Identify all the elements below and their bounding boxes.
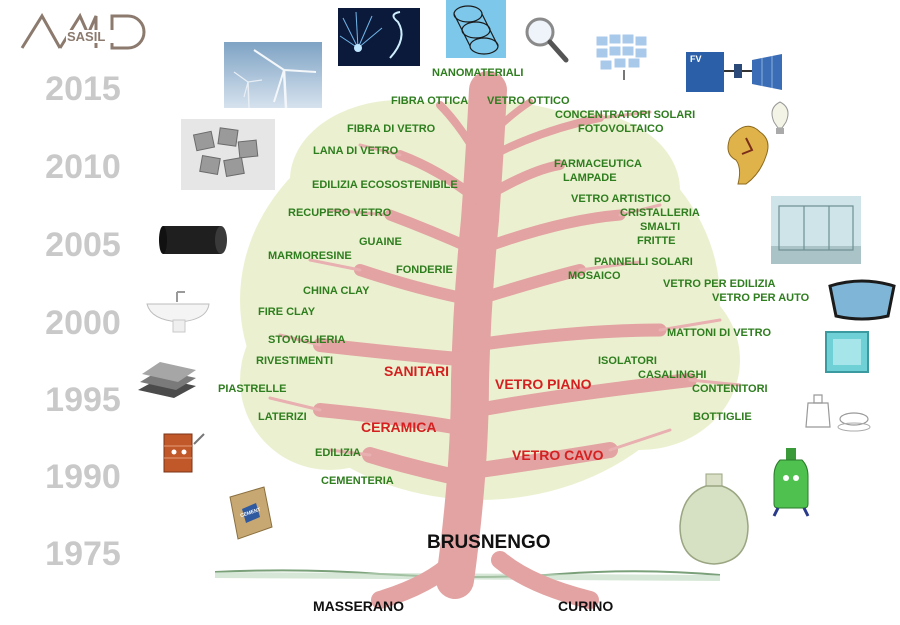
label-bottiglie: BOTTIGLIE [693, 411, 752, 423]
label-mattoni-di-vetro: MATTONI DI VETRO [667, 327, 772, 339]
label-mosaico: MOSAICO [568, 270, 621, 282]
label-fritte: FRITTE [637, 235, 676, 247]
label-cementeria: CEMENTERIA [321, 475, 394, 487]
label-rivestimenti: RIVESTIMENTI [256, 355, 334, 367]
label-smalti: SMALTI [640, 221, 681, 233]
glass-building-image [771, 196, 861, 264]
label-edilizia-ecosostenibile: EDILIZIA ECOSOSTENIBILE [312, 179, 458, 191]
label-vetro-artistico: VETRO ARTISTICO [571, 193, 671, 205]
label-fibra-ottica: FIBRA OTTICA [391, 95, 469, 107]
label-fotovoltaico: FOTOVOLTAICO [578, 123, 664, 135]
solar-concentrator-image [590, 22, 660, 82]
label-isolatori: ISOLATORI [598, 355, 657, 367]
magnifier-image [522, 14, 570, 64]
label-edilizia: EDILIZIA [315, 447, 361, 459]
tiles-image [134, 360, 198, 402]
membrane-rolls-image [159, 220, 231, 260]
brick-icon [163, 433, 205, 473]
tiles-icon [138, 362, 196, 398]
bottle-mascot-image [764, 444, 822, 518]
company-logo: SASIL [20, 10, 150, 52]
windshield-icon [828, 279, 896, 321]
label-fire-clay: FIRE CLAY [258, 306, 316, 318]
sink-icon [146, 291, 210, 333]
demijohn-icon [679, 473, 749, 565]
label-laterizi: LATERIZI [258, 411, 307, 423]
label-stoviglieria: STOVIGLIERIA [268, 334, 346, 346]
tree-trunk [313, 71, 697, 609]
label-lampade: LAMPADE [563, 172, 617, 184]
label-marmoresine: MARMORESINE [268, 250, 352, 262]
label-farmaceutica: FARMACEUTICA [554, 158, 642, 170]
label-guaine: GUAINE [359, 236, 402, 248]
label-fonderie: FONDERIE [396, 264, 453, 276]
logo-text: SASIL [67, 29, 106, 44]
washbasin-image [143, 286, 213, 334]
solar-concentrator-icon [590, 22, 660, 82]
label-lana-di-vetro: LANA DI VETRO [313, 145, 399, 157]
label-nanomateriali: NANOMATERIALI [432, 67, 524, 79]
cement-bag-image: CEMENT [220, 483, 276, 545]
label-fibra-di-vetro: FIBRA DI VETRO [347, 123, 436, 135]
label-casalinghi: CASALINGHI [638, 369, 707, 381]
magnifier-icon [525, 17, 569, 63]
year-2015: 2015 [45, 70, 121, 108]
glass-tableware-image [798, 385, 872, 437]
brick-mascot-image [158, 426, 210, 478]
year-2010: 2010 [45, 148, 121, 186]
glass-block-image [824, 330, 870, 374]
label-cristalleria: CRISTALLERIA [620, 207, 700, 219]
lamp-and-horse-image [716, 98, 796, 190]
glass-horse-icon [727, 101, 789, 185]
glass-cullet-image [181, 119, 275, 190]
tree-twigs [268, 110, 742, 457]
wind-turbines-image [224, 42, 322, 108]
fiber-optic-icon [338, 8, 420, 66]
green-bottle-icon [772, 448, 810, 517]
label-vetro-per-edilizia: VETRO PER EDILIZIA [663, 278, 776, 290]
label-china-clay: CHINA CLAY [303, 285, 370, 297]
pv-tag: FV [690, 54, 702, 64]
photovoltaic-image: FV [686, 48, 786, 94]
nanotube-image [446, 0, 506, 58]
label-pannelli-solari: PANNELLI SOLARI [594, 256, 693, 268]
year-1975: 1975 [45, 535, 121, 573]
label-contenitori: CONTENITORI [692, 383, 768, 395]
sector-vetro-piano: VETRO PIANO [495, 376, 592, 392]
nanotube-icon [446, 0, 506, 58]
glass-block-icon [825, 331, 869, 373]
root-curino: CURINO [558, 598, 614, 614]
wind-turbine-icon [224, 42, 322, 108]
sector-sanitari: SANITARI [384, 363, 450, 379]
logo-mark [20, 12, 146, 50]
year-2000: 2000 [45, 304, 121, 342]
label-piastrelle: PIASTRELLE [218, 383, 287, 395]
year-2005: 2005 [45, 226, 121, 264]
label-recupero-vetro: RECUPERO VETRO [288, 207, 392, 219]
sector-vetro-cavo: VETRO CAVO [512, 447, 604, 463]
cullet-icon [181, 119, 275, 190]
label-concentratori-solari: CONCENTRATORI SOLARI [555, 109, 696, 121]
year-1990: 1990 [45, 458, 121, 496]
demijohn-image [676, 472, 752, 568]
root-masserano: MASSERANO [313, 598, 405, 614]
glass-building-icon [771, 196, 861, 264]
cement-bag-icon [229, 486, 273, 540]
label-vetro-ottico: VETRO OTTICO [487, 95, 570, 107]
sector-ceramica: CERAMICA [361, 419, 437, 435]
photovoltaic-icon [686, 52, 782, 92]
label-vetro-per-auto: VETRO PER AUTO [712, 292, 810, 304]
year-1995: 1995 [45, 381, 121, 419]
teapot-icon [805, 394, 871, 432]
root-brusnengo: BRUSNENGO [427, 532, 551, 553]
roll-icon [159, 226, 227, 254]
optical-fiber-image [338, 8, 420, 66]
windshield-image [824, 276, 900, 324]
